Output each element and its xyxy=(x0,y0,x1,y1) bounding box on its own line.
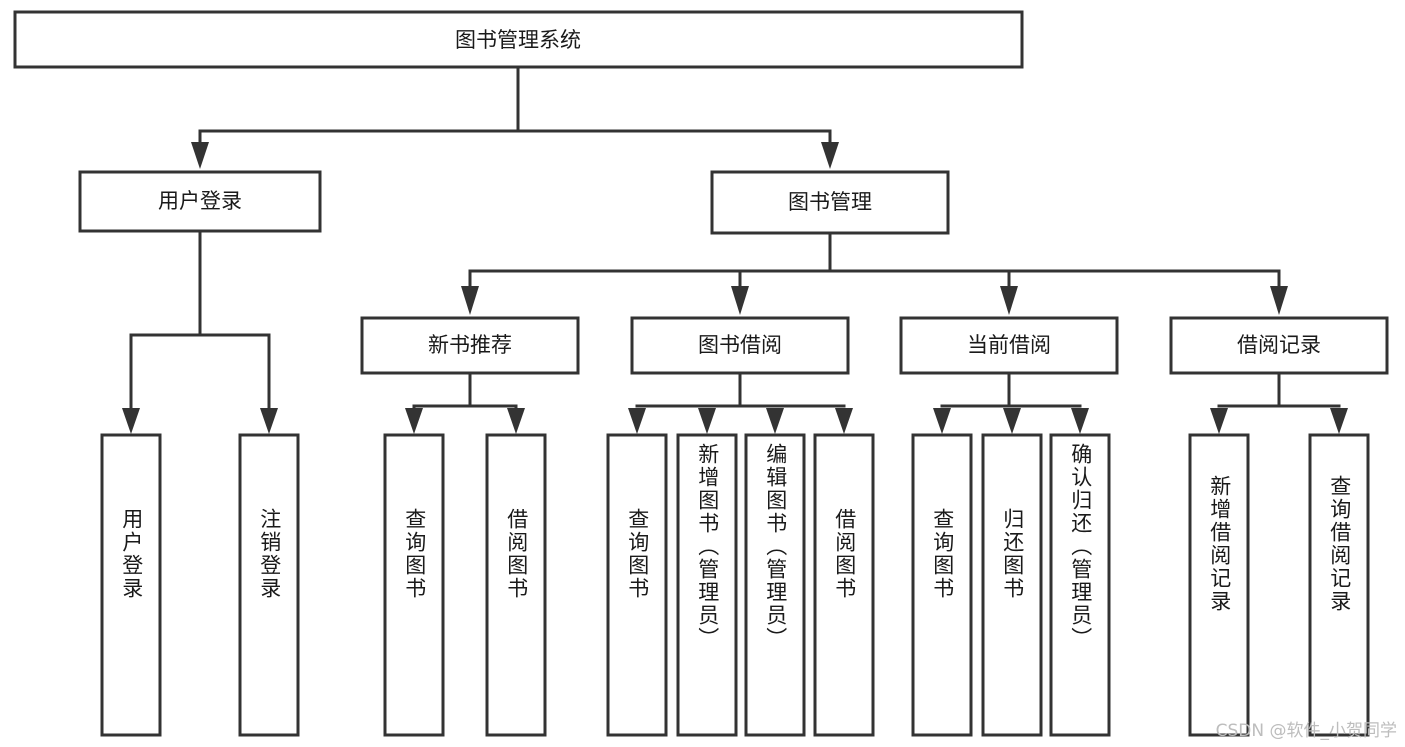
arrow-leaf-add-book xyxy=(698,408,716,434)
arrow-leaf-edit-book xyxy=(766,408,784,434)
leaf-borrow-book-newbook[interactable] xyxy=(485,433,547,737)
arrow-leaf-return-book xyxy=(1003,408,1021,434)
arrow-leaf-query-record xyxy=(1330,408,1348,434)
leaf-user-login[interactable] xyxy=(100,433,162,737)
leaf-query-book-current[interactable] xyxy=(911,433,973,737)
node-book-management[interactable] xyxy=(710,170,950,235)
leaf-confirm-return-admin[interactable] xyxy=(1049,433,1111,737)
arrow-to-borrow-record xyxy=(1270,286,1288,315)
arrow-to-new-book-rec xyxy=(461,286,479,315)
leaf-borrow-book[interactable] xyxy=(813,433,875,737)
arrow-leaf-query-book-2 xyxy=(628,408,646,434)
label-user-login: 用户登录 xyxy=(158,189,242,213)
arrow-leaf-add-record xyxy=(1210,408,1228,434)
arrow-to-user-login xyxy=(191,142,209,169)
node-root-book-management-system[interactable] xyxy=(13,10,1024,69)
leaf-query-book-newbook[interactable] xyxy=(383,433,445,737)
node-box-group xyxy=(13,10,1389,737)
node-current-borrow[interactable] xyxy=(899,316,1119,375)
watermark-csdn: CSDN @软件_小贺同学 xyxy=(1215,721,1397,741)
label-book-borrow: 图书借阅 xyxy=(698,333,782,357)
label-new-book-recommend: 新书推荐 xyxy=(428,333,512,357)
arrow-leaf-query-book-1 xyxy=(405,408,423,434)
arrow-to-book-borrow xyxy=(731,286,749,315)
arrow-leaf-confirm-return xyxy=(1071,408,1089,434)
node-user-login[interactable] xyxy=(78,170,322,233)
label-root: 图书管理系统 xyxy=(455,28,581,52)
label-book-management: 图书管理 xyxy=(788,190,872,214)
leaf-return-book[interactable] xyxy=(981,433,1043,737)
leaf-edit-book-admin[interactable] xyxy=(744,433,806,737)
leaf-add-borrow-record[interactable] xyxy=(1188,433,1250,737)
leaf-add-book-admin[interactable] xyxy=(676,433,738,737)
leaf-query-book-borrow[interactable] xyxy=(606,433,668,737)
arrow-leaf-logout xyxy=(260,408,278,434)
arrow-to-current-borrow xyxy=(1000,286,1018,315)
leaf-query-borrow-record[interactable] xyxy=(1308,433,1370,737)
node-borrow-record[interactable] xyxy=(1169,316,1389,375)
arrow-leaf-query-book-3 xyxy=(933,408,951,434)
arrow-leaf-borrow-book-2 xyxy=(835,408,853,434)
node-new-book-recommend[interactable] xyxy=(360,316,580,375)
arrow-leaf-user-login xyxy=(122,408,140,434)
node-book-borrow[interactable] xyxy=(630,316,850,375)
arrow-leaf-borrow-book-1 xyxy=(507,408,525,434)
arrow-to-book-manage xyxy=(821,142,839,169)
connector-group xyxy=(122,65,1348,434)
horizontal-label-group: 图书管理系统 用户登录 图书管理 新书推荐 图书借阅 当前借阅 借阅记录 xyxy=(158,28,1321,357)
label-borrow-record: 借阅记录 xyxy=(1237,333,1321,357)
label-current-borrow: 当前借阅 xyxy=(967,333,1051,357)
leaf-logout[interactable] xyxy=(238,433,300,737)
